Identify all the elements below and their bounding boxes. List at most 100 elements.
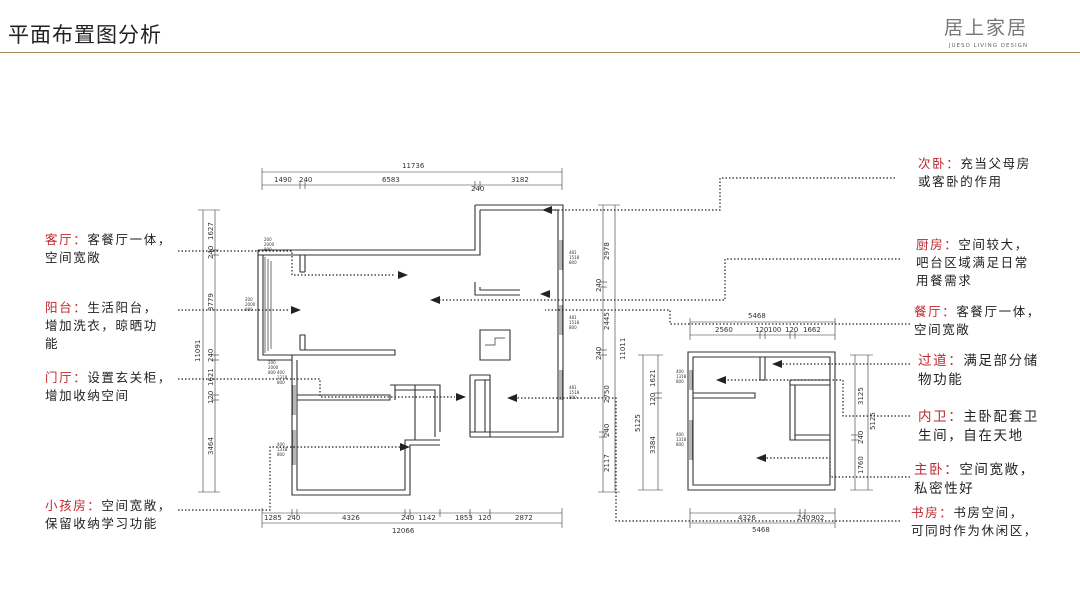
- logo-main-text: 居上家居: [943, 17, 1028, 39]
- dim-top-sub: 240: [471, 185, 484, 193]
- window-tag-text: 800: [569, 395, 577, 400]
- dim-top-seg: 120: [785, 326, 798, 334]
- window-tag-text: 2000: [268, 365, 279, 370]
- left-plan-dimension-text: 11736 1490 240 6583 3182 240 1285 240 43…: [194, 162, 627, 535]
- window-tags: 200 2000 800 200 2000 800 200 2000 800 4…: [245, 237, 687, 457]
- note-dining: 餐厅：客餐厅一体， 空间宽敞: [914, 303, 1041, 339]
- note-kids-room: 小孩房：空间宽敞， 保留收纳学习功能: [45, 497, 172, 533]
- dim-bottom-seg: 240: [401, 514, 414, 522]
- right-plan-dimension-lines: [638, 318, 873, 528]
- left-plan-dimension-lines: [198, 168, 620, 528]
- window-tag-text: 2000: [264, 242, 275, 247]
- leader-living: [178, 250, 395, 276]
- note-corridor: 过道：满足部分储 物功能: [918, 352, 1039, 390]
- dim-bottom-seg: 2872: [515, 514, 533, 522]
- window-tag-text: 800: [277, 452, 285, 457]
- note-master-bedroom-line1: 空间宽敞，: [959, 462, 1035, 478]
- note-entry-line1: 设置玄关柜，: [87, 370, 172, 385]
- note-corridor-line1: 满足部分储: [963, 353, 1039, 369]
- dim-bottom-seg: 240: [287, 514, 300, 522]
- window-tag-text: 1318: [676, 374, 687, 379]
- dim-left-seg: 5125: [634, 414, 642, 432]
- note-living: 客厅：客餐厅一体， 空间宽敞: [45, 231, 172, 267]
- left-plan-walls: [257, 204, 564, 496]
- dim-left-seg: 240: [207, 246, 215, 259]
- dim-left-seg: 3464: [207, 437, 215, 455]
- logo-sub-text: JUESO LIVING DESIGN: [948, 43, 1028, 49]
- window-tag-text: 400: [676, 432, 684, 437]
- note-dining-line2: 空间宽敞: [914, 322, 971, 337]
- note-dining-line1: 客餐厅一体，: [956, 304, 1041, 319]
- note-study: 书房：书房空间， 可同时作为休闲区，: [911, 504, 1038, 540]
- window-tag-text: 400: [277, 370, 285, 375]
- dim-top-total: 5468: [748, 312, 766, 320]
- window-tag-text: 800: [676, 379, 684, 384]
- leader-inner-bath: [722, 379, 910, 417]
- note-second-bedroom-line2: 或客卧的作用: [918, 174, 1003, 189]
- dim-bottom-seg: 1853: [455, 514, 473, 522]
- leader-kitchen: [440, 258, 900, 301]
- leader-entry: [178, 378, 455, 398]
- page-title: 平面布置图分析: [8, 23, 162, 47]
- window-tag-text: 800: [676, 442, 684, 447]
- note-study-line1: 书房空间，: [953, 505, 1024, 520]
- dim-left-seg: 120: [207, 391, 215, 404]
- dim-bottom-seg: 1285: [264, 514, 282, 522]
- note-master-bedroom-line2: 私密性好: [914, 481, 975, 497]
- note-entry-line2: 增加收纳空间: [45, 388, 130, 403]
- dim-top-seg: 3182: [511, 176, 529, 184]
- note-balcony-name: 阳台：: [45, 300, 88, 315]
- window-tag-text: 1518: [569, 320, 580, 325]
- leader-arrowheads: [291, 206, 782, 462]
- dim-right-seg: 1760: [857, 456, 865, 474]
- dim-bottom-seg: 1142: [418, 514, 436, 522]
- right-plan-dimension-text: 5468 2560 120 100 120 1662 4326 240 902 …: [634, 312, 877, 534]
- note-inner-bath: 内卫：主卧配套卫 生间，自在天地: [918, 408, 1039, 446]
- note-living-line1: 客餐厅一体，: [87, 232, 172, 247]
- note-study-name: 书房：: [911, 505, 954, 520]
- dim-bottom-total: 5468: [752, 526, 770, 534]
- note-entry: 门厅：设置玄关柜， 增加收纳空间: [45, 369, 172, 405]
- note-kitchen-line2: 吧台区域满足日常: [916, 255, 1029, 270]
- dim-bottom-seg: 120: [478, 514, 491, 522]
- window-tag-text: 200: [245, 297, 253, 302]
- dim-right-seg: 2117: [603, 454, 611, 472]
- dim-right-seg: 240: [595, 347, 603, 360]
- leader-dining: [545, 309, 910, 325]
- dim-bottom-total: 12066: [392, 527, 415, 535]
- dim-left-seg: 1621: [649, 369, 657, 387]
- note-balcony-line1: 生活阳台，: [87, 300, 158, 315]
- dim-right-seg: 2445: [603, 312, 611, 330]
- window-tag-text: 400: [277, 442, 285, 447]
- window-tag-text: 1318: [277, 447, 288, 452]
- note-entry-name: 门厅：: [45, 370, 88, 385]
- window-tag-text: 1518: [569, 255, 580, 260]
- note-corridor-line2: 物功能: [918, 372, 964, 388]
- leader-lines: [178, 177, 910, 522]
- note-second-bedroom-name: 次卧：: [918, 156, 961, 171]
- dim-top-seg: 6583: [382, 176, 400, 184]
- window-tag-text: 200: [268, 360, 276, 365]
- window-tag-text: 481: [569, 385, 577, 390]
- dim-right-seg: 240: [857, 431, 865, 444]
- dim-bottom-seg: 902: [811, 514, 824, 522]
- note-living-name: 客厅：: [45, 232, 88, 247]
- note-study-line2: 可同时作为休闲区，: [911, 523, 1038, 538]
- dim-top-seg: 240: [299, 176, 312, 184]
- window-tag-text: 481: [569, 250, 577, 255]
- leader-study: [515, 397, 900, 522]
- note-living-line2: 空间宽敞: [45, 250, 102, 265]
- note-second-bedroom-line1: 充当父母房: [960, 156, 1031, 171]
- window-tag-text: 800: [268, 370, 276, 375]
- leader-second-bedroom: [552, 177, 895, 211]
- dim-right-seg: 240: [603, 424, 611, 437]
- note-kitchen-line3: 用餐需求: [916, 273, 973, 288]
- note-kids-room-line1: 空间宽敞，: [101, 498, 172, 513]
- note-kitchen: 厨房：空间较大， 吧台区域满足日常 用餐需求: [916, 236, 1029, 290]
- window-tag-text: 800: [277, 380, 285, 385]
- note-inner-bath-name: 内卫：: [918, 409, 964, 425]
- note-second-bedroom: 次卧：充当父母房 或客卧的作用: [918, 155, 1031, 191]
- note-dining-name: 餐厅：: [914, 304, 957, 319]
- dim-top-seg: 2560: [715, 326, 733, 334]
